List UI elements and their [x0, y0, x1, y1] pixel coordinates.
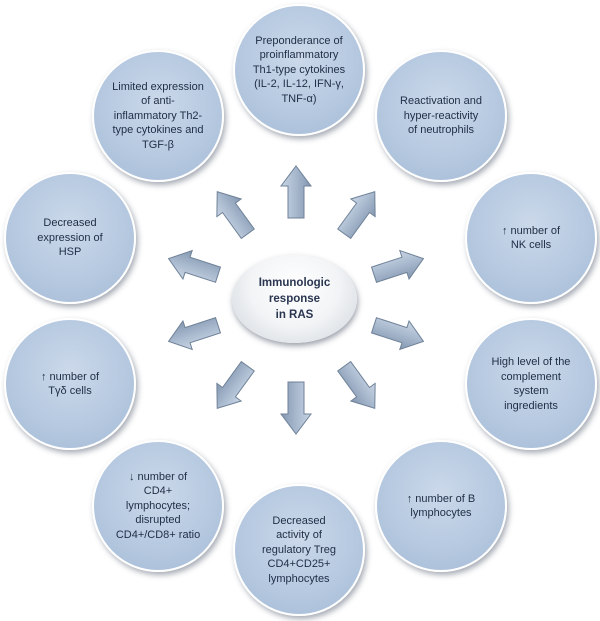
node-complement: High level of the complement system ingr…: [465, 318, 597, 450]
node-hsp: Decreased expression of HSP: [4, 172, 136, 304]
node-nk-cells: ↑ number of NK cells: [465, 172, 597, 304]
node-th2-cytokines-label: Limited expression of anti- inflammatory…: [112, 80, 204, 151]
node-cd4-lymphocytes: ↓ number of CD4+ lymphocytes; disrupted …: [92, 440, 224, 572]
node-treg: Decreased activity of regulatory Treg CD…: [233, 484, 365, 616]
node-b-lymphocytes: ↑ number of B lymphocytes: [375, 440, 507, 572]
arrow-to-hsp: [167, 249, 222, 283]
arrow-to-cd4: [216, 360, 255, 410]
node-th2-cytokines: Limited expression of anti- inflammatory…: [92, 50, 224, 182]
node-th1-cytokines-label: Preponderance of proinflammatory Th1-typ…: [252, 34, 346, 105]
arrow-to-complement: [370, 317, 425, 351]
node-neutrophils: Reactivation and hyper-reactivity of neu…: [375, 50, 507, 182]
node-tgd-cells-label: ↑ number of Tγδ cells: [40, 370, 100, 398]
arrow-to-nk: [370, 249, 425, 283]
arrow-to-neutrophils: [337, 190, 376, 240]
node-hsp-label: Decreased expression of HSP: [37, 217, 103, 259]
arrow-to-th2: [216, 190, 255, 240]
node-neutrophils-label: Reactivation and hyper-reactivity of neu…: [400, 95, 482, 137]
arrow-to-th1: [280, 165, 312, 219]
node-treg-label: Decreased activity of regulatory Treg CD…: [262, 514, 336, 585]
arrow-to-b-lymphocytes: [337, 360, 376, 410]
node-cd4-lymphocytes-label: ↓ number of CD4+ lymphocytes; disrupted …: [115, 470, 201, 541]
node-b-lymphocytes-label: ↑ number of B lymphocytes: [406, 492, 476, 520]
node-nk-cells-label: ↑ number of NK cells: [501, 224, 561, 252]
node-complement-label: High level of the complement system ingr…: [491, 356, 571, 412]
arrow-to-tgd: [167, 317, 222, 351]
node-tgd-cells: ↑ number of Tγδ cells: [4, 318, 136, 450]
center-node: Immunologic response in RAS: [232, 255, 357, 343]
center-label: Immunologic response in RAS: [258, 277, 331, 321]
node-th1-cytokines: Preponderance of proinflammatory Th1-typ…: [233, 4, 365, 136]
arrow-to-treg: [280, 381, 312, 435]
